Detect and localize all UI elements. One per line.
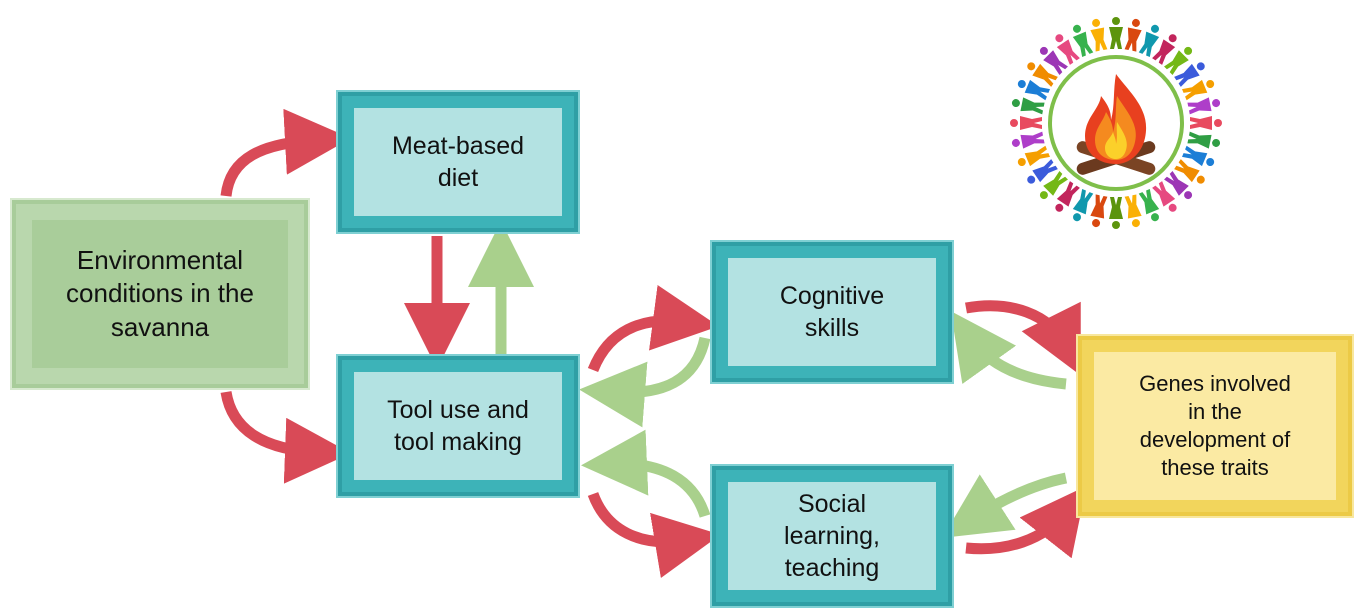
arrow-tool-use-to-cognitive	[587, 285, 719, 373]
person-figure	[1152, 34, 1177, 65]
person-figure	[1152, 181, 1177, 212]
social-line-2: learning,	[784, 522, 880, 550]
person-figure	[1010, 116, 1042, 130]
person-figure	[1109, 197, 1123, 229]
arrow-tool-use-to-social	[587, 491, 721, 578]
arrow-social-to-genes	[965, 486, 1087, 559]
tool-use-box: Tool use and tool making	[338, 356, 578, 496]
person-figure	[1187, 131, 1221, 149]
person-figure	[1174, 62, 1205, 87]
campfire-people-circle-icon	[1010, 17, 1222, 229]
tool-use-line-1: Tool use and	[387, 396, 529, 424]
person-figure	[1109, 17, 1123, 49]
person-figure	[1164, 171, 1193, 200]
person-figure	[1164, 46, 1193, 75]
meat-diet-line-2: diet	[437, 164, 479, 192]
person-figure	[1174, 159, 1205, 184]
people-ring	[1010, 17, 1222, 229]
person-figure	[1187, 97, 1221, 115]
environment-line-2: conditions in the	[66, 278, 254, 309]
person-figure	[1055, 181, 1080, 212]
cognitive-skills-box: Cognitive skills	[712, 242, 952, 382]
person-figure	[1017, 79, 1050, 101]
social-learning-box: Social learning, teaching	[712, 466, 952, 606]
cognitive-line-2: skills	[804, 314, 860, 342]
environment-box: Environmental conditions in the savanna	[12, 200, 308, 388]
genes-box-text: Genes involved in the development of the…	[1094, 352, 1336, 500]
genes-box: Genes involved in the development of the…	[1078, 336, 1352, 516]
person-figure	[1055, 34, 1080, 65]
cognitive-skills-box-text: Cognitive skills	[728, 258, 936, 366]
person-figure	[1124, 194, 1142, 228]
person-figure	[1138, 189, 1160, 222]
person-figure	[1138, 24, 1160, 57]
environment-line-3: savanna	[110, 311, 210, 342]
social-line-3: teaching	[784, 554, 880, 582]
meat-diet-line-1: Meat-based	[391, 132, 525, 160]
genes-line-1: Genes involved	[1139, 370, 1291, 396]
person-figure	[1124, 18, 1142, 52]
cognitive-line-1: Cognitive	[779, 282, 885, 310]
person-figure	[1027, 159, 1058, 184]
person-figure	[1182, 79, 1215, 101]
person-figure	[1182, 145, 1215, 167]
tool-use-box-text: Tool use and tool making	[354, 372, 562, 480]
genes-line-3: development of	[1139, 427, 1291, 452]
person-figure	[1090, 194, 1108, 228]
person-figure	[1027, 62, 1058, 87]
person-figure	[1011, 131, 1045, 149]
genes-line-4: these traits	[1161, 455, 1269, 481]
person-figure	[1072, 189, 1094, 222]
meat-diet-box-text: Meat-based diet	[354, 108, 562, 216]
arrow-environment-to-tool-use	[220, 390, 351, 484]
social-line-1: Social	[797, 490, 867, 518]
person-figure	[1039, 171, 1068, 200]
arrow-cognitive-to-tool-use	[579, 336, 711, 428]
person-figure	[1011, 97, 1045, 115]
environment-box-text: Environmental conditions in the savanna	[32, 220, 288, 368]
person-figure	[1072, 24, 1094, 57]
tool-use-line-2: tool making	[394, 428, 522, 456]
social-learning-box-text: Social learning, teaching	[728, 482, 936, 590]
arrow-cognitive-to-genes	[965, 300, 1081, 376]
arrow-social-to-tool-use	[581, 429, 711, 518]
arrow-genes-to-cognitive	[950, 311, 1067, 390]
meat-diet-box: Meat-based diet	[338, 92, 578, 232]
person-figure	[1190, 116, 1222, 130]
environment-line-1: Environmental	[76, 245, 244, 276]
person-figure	[1039, 46, 1068, 75]
arrow-genes-to-social	[942, 472, 1068, 538]
person-figure	[1090, 18, 1108, 52]
person-figure	[1017, 145, 1050, 167]
genes-line-2: in the	[1188, 398, 1242, 424]
arrow-environment-to-meat-diet	[220, 108, 351, 197]
